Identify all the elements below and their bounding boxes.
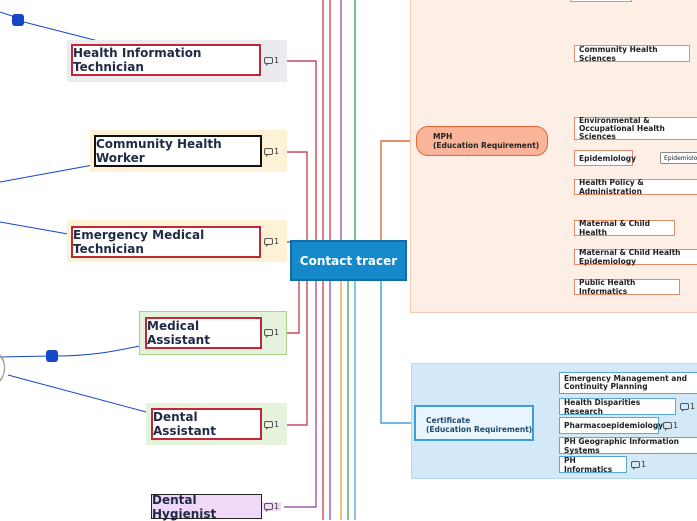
mph-item-community-health-sciences[interactable]: Community Health Sciences <box>574 45 690 63</box>
comment-icon <box>264 421 273 430</box>
connector-handle[interactable] <box>46 350 58 362</box>
mph-item-top-partial <box>570 0 632 2</box>
comment-icon <box>264 329 273 338</box>
mph-item-environmental-occupational[interactable]: Environmental & Occupational Health Scie… <box>574 116 697 140</box>
node-dental-hygienist[interactable]: Dental Hygienist <box>151 493 262 521</box>
cert-item-health-disparities-research[interactable]: Health Disparities Research <box>559 398 676 416</box>
comment-count[interactable]: 1 <box>264 420 279 430</box>
cert-item-emergency-management[interactable]: Emergency Management and Continuity Plan… <box>559 372 697 394</box>
node-community-health-worker[interactable]: Community Health Worker <box>94 135 262 167</box>
node-certificate[interactable]: Certificate (Education Requirement) <box>414 405 534 441</box>
comment-icon <box>264 503 273 512</box>
node-health-information-technician[interactable]: Health Information Technician <box>71 44 261 76</box>
connector-handle[interactable] <box>12 14 24 26</box>
mph-item-maternal-child-health-epidemiology[interactable]: Maternal & Child Health Epidemiology <box>574 248 697 266</box>
comment-count[interactable]: 1 <box>264 56 279 66</box>
mph-sub-epidemiology[interactable]: Epidemiology <box>660 152 697 164</box>
mph-item-maternal-child-health[interactable]: Maternal & Child Health <box>574 219 675 237</box>
comment-count[interactable]: 1 <box>663 421 678 431</box>
comment-count[interactable]: 1 <box>262 502 282 512</box>
comment-count[interactable]: 1 <box>264 147 279 157</box>
cert-item-ph-informatics[interactable]: PH Informatics <box>559 456 627 474</box>
mph-item-epidemiology[interactable]: Epidemiology <box>574 150 636 166</box>
comment-icon <box>631 461 640 470</box>
comment-icon <box>663 422 672 431</box>
node-dental-assistant[interactable]: Dental Assistant <box>151 408 262 440</box>
comment-count[interactable]: 1 <box>264 237 279 247</box>
node-mph[interactable]: MPH (Education Requirement) <box>416 126 548 156</box>
comment-icon <box>264 57 273 66</box>
cert-item-pharmacoepidemiology[interactable]: Pharmacoepidemiology <box>559 417 663 434</box>
cert-item-ph-gis[interactable]: PH Geographic Information Systems <box>559 437 697 455</box>
comment-count[interactable]: 1 <box>264 328 279 338</box>
comment-count[interactable]: 1 <box>631 460 646 470</box>
node-emergency-medical-technician[interactable]: Emergency Medical Technician <box>71 226 261 258</box>
comment-icon <box>680 403 689 412</box>
comment-count[interactable]: 1 <box>680 402 695 412</box>
center-node-contact-tracer[interactable]: Contact tracer <box>290 240 407 281</box>
mph-item-public-health-informatics[interactable]: Public Health Informatics <box>574 278 680 296</box>
comment-icon <box>264 148 273 157</box>
mph-item-health-policy-administration[interactable]: Health Policy & Administration <box>574 178 697 196</box>
comment-icon <box>264 238 273 247</box>
node-medical-assistant[interactable]: Medical Assistant <box>145 317 262 349</box>
